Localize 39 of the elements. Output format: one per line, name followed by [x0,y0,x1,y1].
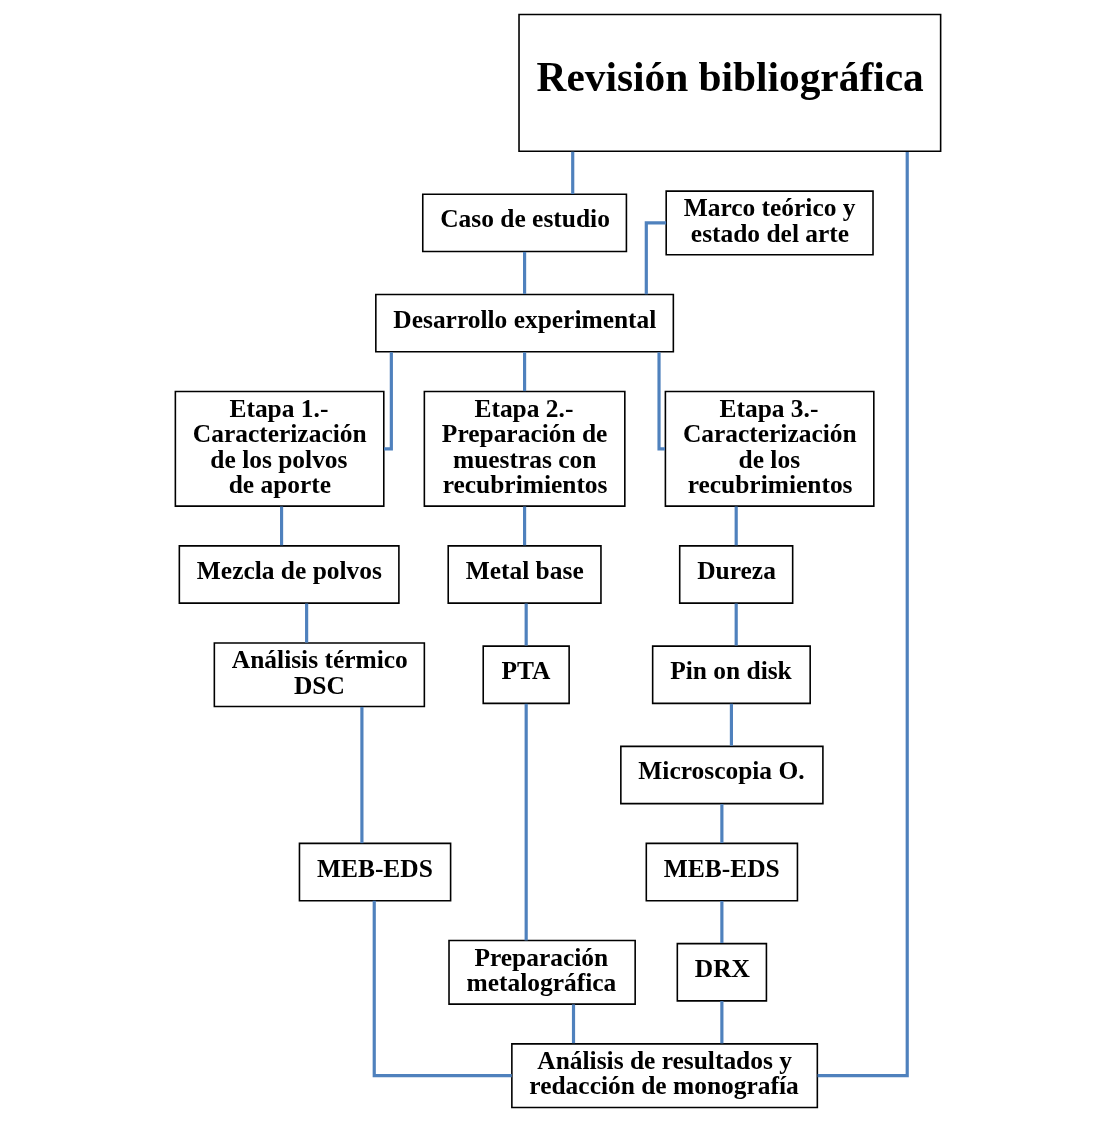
connector [571,1004,575,1044]
node-box: Caso de estudio [421,193,627,253]
connector [656,352,665,451]
connector [817,151,909,1078]
connector [734,603,738,646]
node-box: MEB-EDS [645,842,798,902]
connector [719,1001,723,1044]
node-box: Mezcla de polvos [178,545,400,604]
connector [372,900,512,1078]
connector [304,603,308,643]
connector [279,506,283,546]
connector [734,506,738,546]
node-box: Análisis térmico DSC [213,642,425,708]
node-box: Etapa 3.- Caracterización de los recubrimientos [664,390,875,507]
connector [522,506,526,546]
connector [719,901,723,943]
node-box: Marco teórico y estado del arte [664,190,874,256]
node-box: Desarrollo experimental [374,293,674,353]
node-box: Preparación metalográfica [447,939,636,1005]
connector [719,804,723,843]
node-box: MEB-EDS [298,842,451,902]
node-box: DRX [676,942,767,1002]
connector [524,603,528,646]
node-box: Revisión bibliográfica [517,13,941,153]
connector [522,352,526,392]
connector [383,352,393,451]
node-box: Análisis de resultados y redacción de monografía [510,1043,818,1109]
node-box: Pin on disk [651,645,811,705]
connector [524,703,528,941]
node-box: Etapa 1.- Caracterización de los polvos de aporte [174,390,385,507]
connector [359,706,363,844]
node-box: Dureza [678,545,793,604]
connector [570,151,574,194]
node-box: Metal base [446,545,602,604]
node-box: PTA [481,645,570,705]
connector [522,251,526,294]
connector [729,703,733,746]
node-box: Microscopia O. [619,745,824,805]
node-box: Etapa 2.- Preparación de muestras con recubrimientos [423,390,626,507]
